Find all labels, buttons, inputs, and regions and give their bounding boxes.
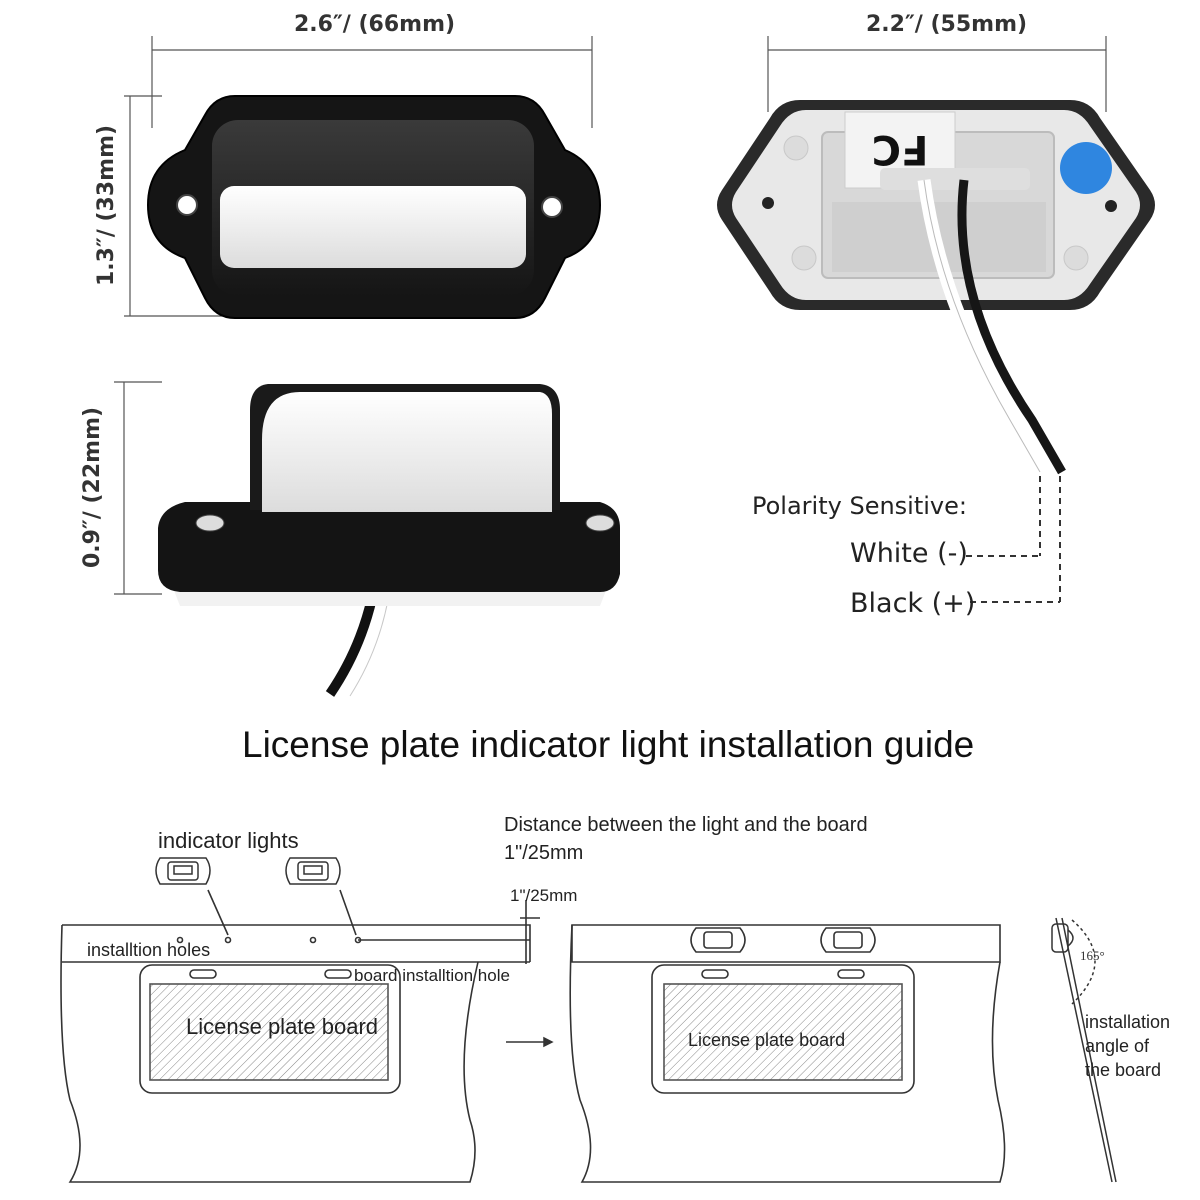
polarity-black: Black (+) xyxy=(850,588,976,619)
side-view-light xyxy=(158,384,620,700)
distance-label-line2: 1"/25mm xyxy=(504,842,584,864)
dimension-lines-side xyxy=(114,381,162,595)
board-hole-label: board installtion hole xyxy=(354,966,510,985)
front-view-light xyxy=(146,95,602,319)
angle-drawing xyxy=(1051,917,1117,1183)
indicator-light-icon-2 xyxy=(285,857,341,885)
dim-height-front: 1.3″/ (33mm) xyxy=(94,124,119,286)
back-view-light: FC xyxy=(717,100,1155,476)
angle-label-line2: angle of xyxy=(1085,1036,1150,1056)
svg-text:FC: FC xyxy=(872,126,929,172)
guide-title: License plate indicator light installati… xyxy=(242,724,975,765)
angle-label-line3: the board xyxy=(1085,1060,1162,1080)
install-drawing-right xyxy=(569,924,1006,1183)
dim-width-back: 2.2″/ (55mm) xyxy=(866,12,1028,37)
install-holes-label: installtion holes xyxy=(87,940,211,960)
dim-height-side: 0.9″/ (22mm) xyxy=(80,406,105,568)
polarity-title: Polarity Sensitive: xyxy=(752,492,967,520)
distance-label-line1: Distance between the light and the board xyxy=(504,814,868,836)
gap-label: 1"/25mm xyxy=(510,886,578,905)
angle-value: 165° xyxy=(1080,948,1105,963)
plate-label-right: License plate board xyxy=(688,1030,846,1050)
arrow-icon xyxy=(506,1036,554,1048)
indicator-light-icon-1 xyxy=(155,857,211,885)
polarity-leaders xyxy=(966,476,1061,603)
indicator-lights-label: indicator lights xyxy=(158,828,299,853)
dim-width-front: 2.6″/ (66mm) xyxy=(294,12,456,37)
install-drawing-left xyxy=(60,889,540,1183)
dimension-lines-back xyxy=(767,36,1107,112)
plate-label-left: License plate board xyxy=(186,1014,379,1039)
angle-label-line1: installation xyxy=(1085,1012,1171,1032)
dimension-lines-front xyxy=(124,36,593,317)
polarity-white: White (-) xyxy=(850,538,968,569)
